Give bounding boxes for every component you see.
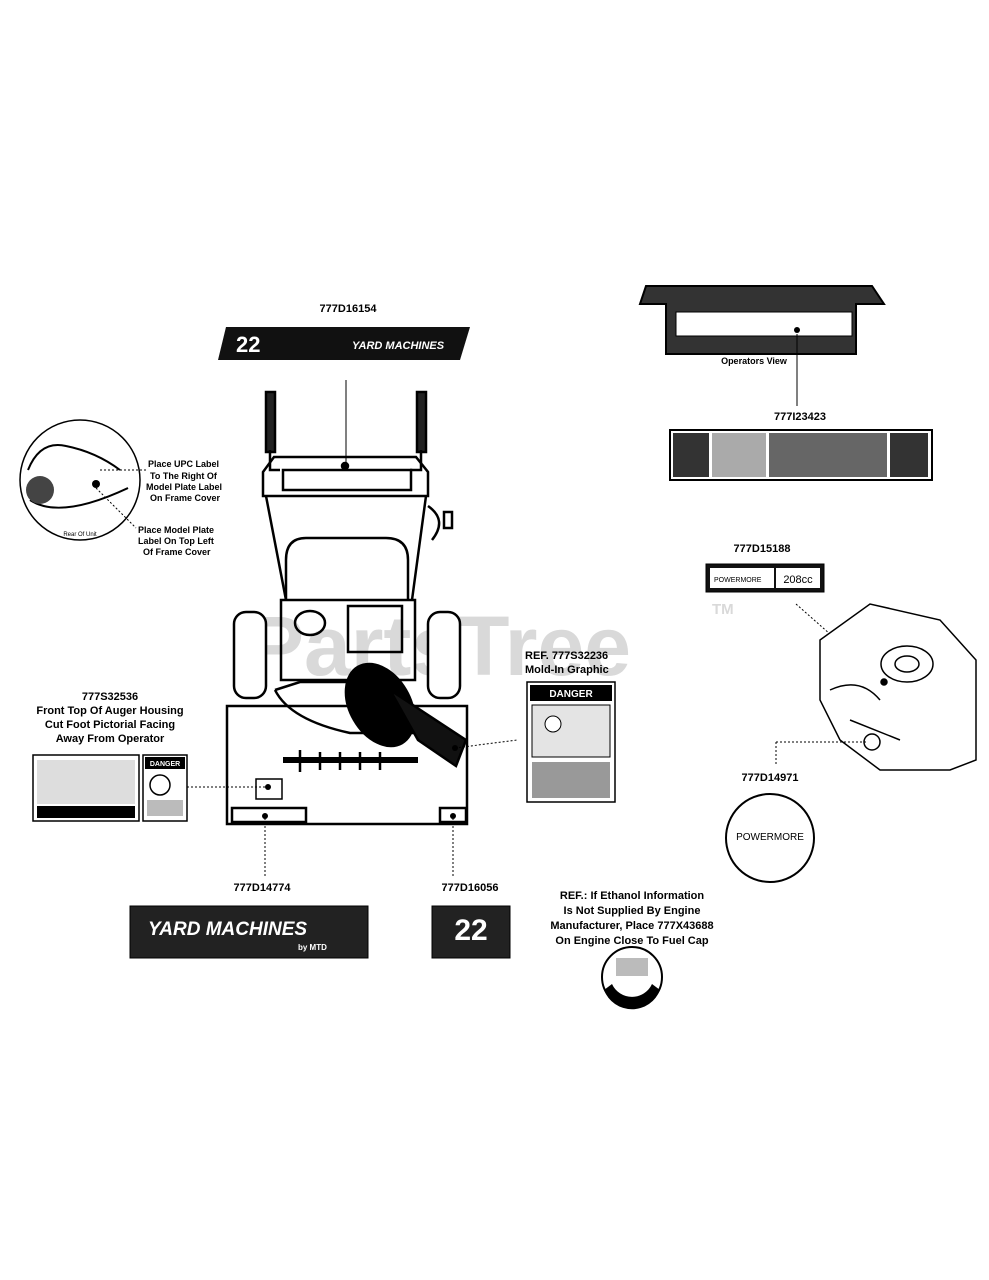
svg-text:Front Top Of Auger Housing: Front Top Of Auger Housing: [36, 705, 183, 717]
svg-text:Model Plate Label: Model Plate Label: [146, 482, 222, 492]
ethanol-note: REF.: If Ethanol Information Is Not Supp…: [550, 890, 713, 947]
engine-drawing: [819, 603, 977, 771]
svg-text:On Frame Cover: On Frame Cover: [150, 493, 221, 503]
svg-text:Away From Operator: Away From Operator: [56, 733, 165, 745]
engine-logo-brand: POWERMORE: [736, 832, 804, 843]
part-label-engine-logo[interactable]: 777D14971: [742, 772, 799, 784]
housing-brand-name: YARD MACHINES: [148, 919, 307, 940]
engine-panel-size: 208cc: [783, 574, 813, 586]
svg-text:On Engine Close To Fuel Cap: On Engine Close To Fuel Cap: [555, 935, 708, 947]
housing-brand-sub: by MTD: [298, 943, 327, 952]
part-label-housing-model[interactable]: 777D16056: [442, 882, 499, 894]
engine-logo-decal: POWERMORE: [725, 793, 815, 883]
svg-text:Manufacturer, Place 777X43688: Manufacturer, Place 777X43688: [550, 920, 713, 932]
auger-warning-decal: DANGER: [32, 754, 188, 822]
part-label-engine-panel[interactable]: 777D15188: [734, 543, 791, 555]
operators-view-note: Operators View: [721, 356, 788, 366]
engine-panel-brand: POWERMORE: [714, 577, 762, 584]
engine-panel-decal: POWERMORE 208cc: [705, 563, 825, 593]
part-label-danger-mold-in[interactable]: REF. 777S32236: [525, 650, 608, 662]
svg-text:Cut Foot Pictorial Facing: Cut Foot Pictorial Facing: [45, 719, 175, 731]
top-decal-model: 22: [236, 332, 260, 357]
part-label-operators-panel[interactable]: 777I23423: [774, 411, 826, 423]
part-label-top-decal[interactable]: 777D16154: [320, 303, 378, 315]
part-label-auger-warning[interactable]: 777S32536: [82, 691, 138, 703]
svg-text:Label On Top Left: Label On Top Left: [138, 536, 214, 546]
svg-text:Place Model Plate: Place Model Plate: [138, 525, 214, 535]
watermark-tm: TM: [712, 601, 734, 618]
svg-text:To The Right Of: To The Right Of: [150, 471, 218, 481]
model-plate-note: Place Model Plate Label On Top Left Of F…: [138, 525, 214, 557]
mold-in-danger-title: DANGER: [549, 689, 593, 700]
svg-text:Is Not Supplied By Engine: Is Not Supplied By Engine: [564, 905, 701, 917]
housing-brand-decal: YARD MACHINES by MTD: [129, 905, 369, 959]
ethanol-decal: [601, 946, 663, 1010]
part-label-housing-brand[interactable]: 777D14774: [234, 882, 292, 894]
auger-warning-danger: DANGER: [150, 761, 180, 768]
danger-mold-in-decal: DANGER: [526, 681, 616, 803]
svg-text:Of Frame Cover: Of Frame Cover: [143, 547, 211, 557]
snow-blower-drawing: [225, 390, 469, 826]
mold-in-graphic-note: Mold-In Graphic: [525, 664, 609, 676]
upc-label-note: Place UPC Label To The Right Of Model Pl…: [146, 459, 222, 503]
top-decal-brand: YARD MACHINES: [352, 340, 445, 352]
rear-inset: Rear Of Unit: [19, 419, 141, 541]
svg-text:REF.: If Ethanol Information: REF.: If Ethanol Information: [560, 890, 704, 902]
operators-panel-decal: [669, 429, 933, 481]
housing-model-decal: 22: [431, 905, 511, 959]
rear-of-unit: Rear Of Unit: [63, 532, 97, 538]
auger-housing-note: Front Top Of Auger Housing Cut Foot Pict…: [36, 705, 183, 745]
housing-model-number: 22: [454, 914, 487, 947]
svg-text:Place UPC Label: Place UPC Label: [148, 459, 219, 469]
top-decal: 22 YARD MACHINES: [218, 327, 470, 360]
operator-console-drawing: [638, 285, 886, 355]
